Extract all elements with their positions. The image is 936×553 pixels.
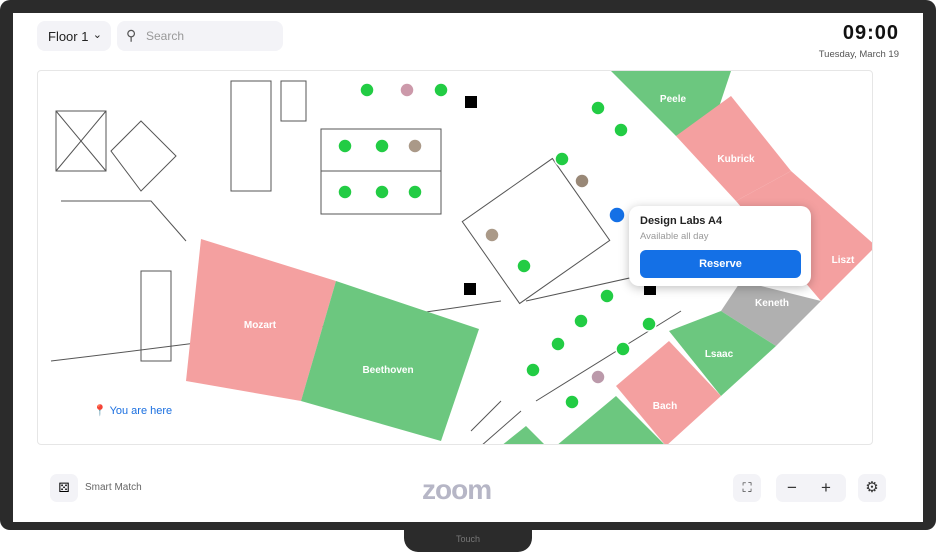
room-keneth[interactable] [721,281,821,346]
zoom-logo: zoom [422,474,492,505]
zoom-in-button[interactable]: + [821,478,831,497]
desk-markers[interactable] [337,82,657,410]
floor-label: Floor 1 [48,29,89,44]
reserve-button[interactable]: Reserve [640,250,801,278]
room-label: Beethoven [362,365,413,376]
clock: 09:00 [842,22,899,44]
room-southwest[interactable] [501,426,546,445]
gear-icon: ⚙ [865,479,879,496]
room-label: Bach [653,401,677,412]
room-label: Mozart [244,320,277,331]
popup-subtitle: Available all day [640,231,709,242]
pillars [464,96,656,295]
smart-match-label: Smart Match [85,482,142,493]
settings-button[interactable]: ⚙ [858,474,886,502]
room-south[interactable] [556,396,666,445]
you-are-here: 📍 You are here [93,404,172,417]
zoom-out-button[interactable]: − [787,478,797,497]
location-pin-icon: 📍 [93,405,107,417]
chevron-down-icon: ⌄ [92,29,102,41]
you-are-here-label: You are here [109,405,173,417]
room-label: Keneth [755,298,789,309]
room-mozart[interactable] [186,239,336,401]
room-bach[interactable] [616,341,721,445]
date: Tuesday, March 19 [818,49,899,60]
room-beethoven[interactable] [301,281,479,441]
room-label: Lsaac [705,349,734,360]
device-label: Touch [404,522,532,552]
search-icon: ⚲ [126,27,137,43]
room-label: Kubrick [717,154,755,165]
search-placeholder: Search [146,29,185,43]
popup-title: Design Labs A4 [640,215,723,227]
floor-selector[interactable]: Floor 1⌄ [37,21,111,51]
fullscreen-button[interactable]: ⛶ [733,474,761,502]
search-input[interactable]: ⚲ Search [117,21,283,51]
fullscreen-icon: ⛶ [742,480,752,495]
room-popup: Design Labs A4 Available all day Reserve [629,206,811,286]
room-label: Liszt [832,255,855,266]
room-kubrick[interactable] [676,96,791,201]
room-lsaac[interactable] [669,311,776,396]
zoom-controls: − + [776,474,846,502]
room-label: Peele [660,94,687,105]
smart-match-icon: ⚄ [58,480,70,495]
smart-match-button[interactable]: ⚄ [50,474,78,502]
